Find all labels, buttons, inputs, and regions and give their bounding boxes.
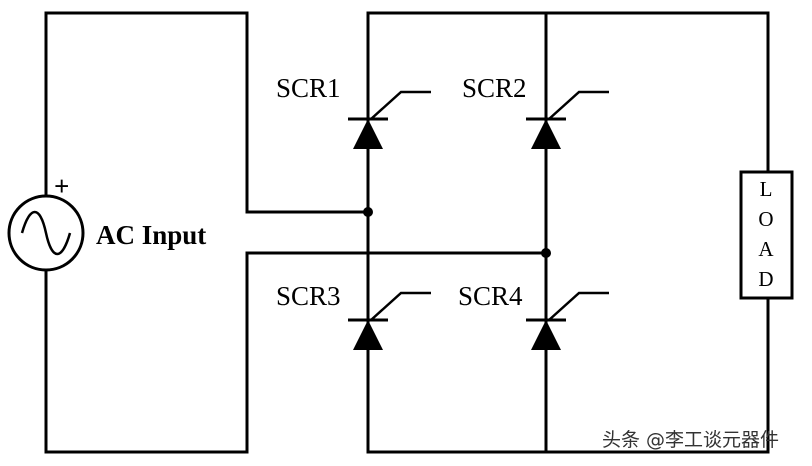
load-letter-a: A — [758, 237, 774, 261]
wire-ac-bottom — [44, 251, 548, 454]
scr4-symbol — [526, 291, 609, 350]
scr1-label: SCR1 — [276, 73, 341, 103]
junction-dot-right — [541, 248, 551, 258]
scr3-gate — [370, 291, 431, 321]
scr1-gate — [370, 90, 431, 120]
scr4-label: SCR4 — [458, 281, 523, 311]
ac-polarity-plus: + — [54, 171, 69, 201]
scr2-gate — [548, 90, 609, 120]
scr1-symbol — [348, 90, 431, 149]
scr4-gate — [548, 291, 609, 321]
scr3-label: SCR3 — [276, 281, 341, 311]
load-letter-o: O — [758, 207, 773, 231]
ac-input-label: AC Input — [96, 220, 206, 250]
load-letter-d: D — [758, 267, 773, 291]
scr3-symbol — [348, 291, 431, 350]
scr2-label: SCR2 — [462, 73, 527, 103]
wire-ac-top — [44, 11, 370, 214]
watermark: 头条 @李工谈元器件 — [602, 429, 779, 451]
sine-wave-icon — [20, 211, 72, 255]
load-letter-l: L — [760, 177, 773, 201]
junction-dot-left — [363, 207, 373, 217]
scr2-symbol — [526, 90, 609, 149]
load-box — [739, 170, 794, 300]
